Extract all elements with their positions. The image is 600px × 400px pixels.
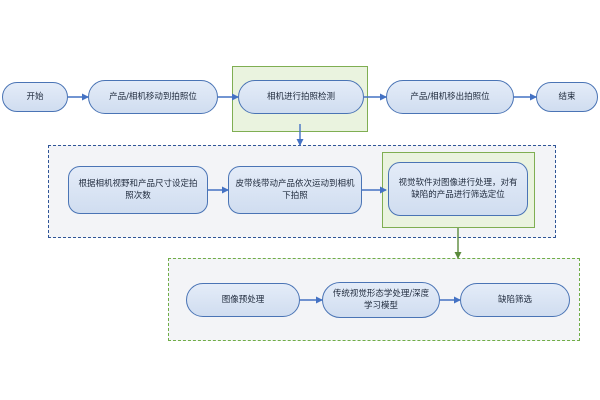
defect-filter-node: 缺陷筛选 (460, 283, 570, 317)
image-preprocess-node: 图像预处理 (186, 283, 300, 317)
start-node: 开始 (2, 82, 68, 112)
set-shot-count-node: 根据相机视野和产品尺寸设定拍照次数 (68, 166, 208, 214)
morphology-deep-learning-node: 传统视觉形态学处理/深度学习模型 (322, 282, 440, 318)
conveyor-capture-node: 皮带线带动产品依次运动到相机下拍照 (228, 166, 362, 214)
end-node: 结束 (536, 82, 598, 112)
move-out-position-node: 产品/相机移出拍照位 (386, 80, 514, 114)
move-into-position-node: 产品/相机移动到拍照位 (88, 80, 218, 114)
vision-software-node: 视觉软件对图像进行处理，对有缺陷的产品进行筛选定位 (388, 162, 528, 216)
camera-capture-node: 相机进行拍照检测 (238, 80, 364, 114)
